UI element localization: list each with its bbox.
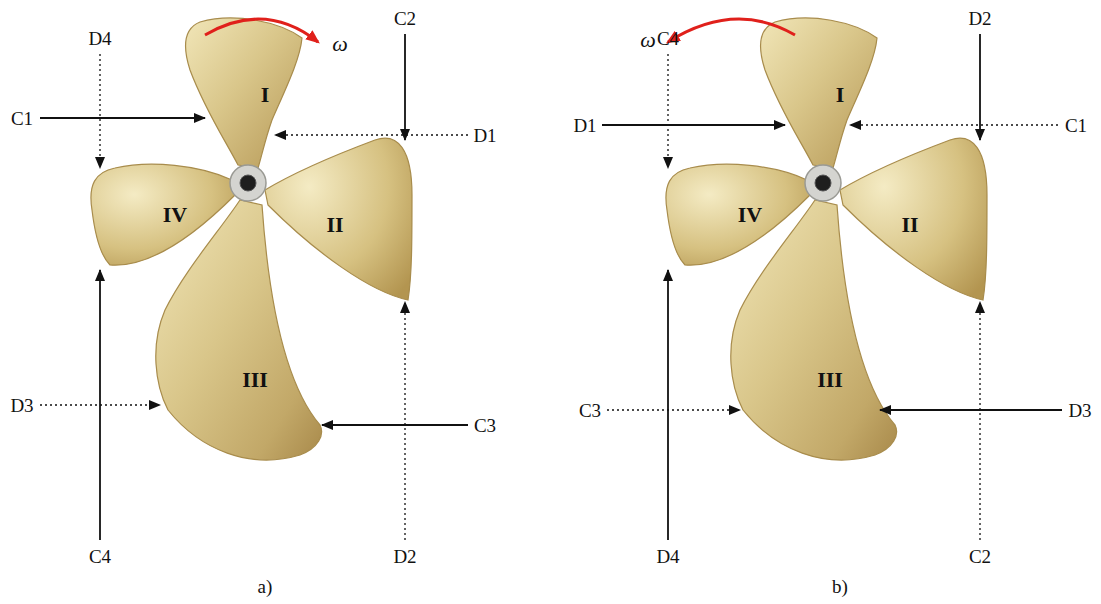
force-label: D4 [88,29,111,48]
blade-number: I [836,84,845,106]
rotation-arrow [668,19,795,42]
rotation-label: ω [640,29,656,51]
force-label: D2 [393,547,416,566]
rotation-label: ω [332,33,348,55]
propeller-a [91,18,412,460]
force-arrow [322,424,468,426]
force-arrow [979,302,980,540]
force-arrow [602,124,785,126]
blade-number: III [817,369,843,391]
force-arrow [99,270,101,540]
blade-number: IV [163,204,187,226]
blade-number: III [242,369,268,391]
force-arrow [850,124,1058,125]
force-arrow [607,409,740,410]
force-arrow [404,302,405,540]
force-arrow [40,117,205,119]
force-label: D3 [10,396,33,415]
force-arrow [99,54,100,168]
blade-number: IV [738,204,762,226]
force-label: C1 [11,109,33,128]
blade-number: I [261,84,270,106]
force-arrow [880,409,1062,411]
force-arrow [979,34,981,140]
rotation-arrow [205,19,318,42]
force-label: D3 [1068,401,1091,420]
force-label: C1 [1065,116,1087,135]
force-arrow [667,54,668,168]
force-label: D2 [968,9,991,28]
force-label: C3 [474,416,496,435]
panel-label: a) [258,577,273,596]
propeller-b [666,18,987,460]
blade-number: II [326,214,343,236]
blade-number: II [901,214,918,236]
force-label: D1 [573,116,596,135]
panel-label: b) [832,577,848,596]
force-label: C2 [394,9,416,28]
force-label: C3 [579,401,601,420]
force-arrow [404,34,406,140]
force-label: D1 [473,126,496,145]
force-label: C4 [89,547,111,566]
force-label: D4 [656,547,679,566]
force-arrow [667,270,669,540]
force-label: C2 [969,547,991,566]
force-arrow [275,134,468,135]
force-label: C4 [657,29,679,48]
